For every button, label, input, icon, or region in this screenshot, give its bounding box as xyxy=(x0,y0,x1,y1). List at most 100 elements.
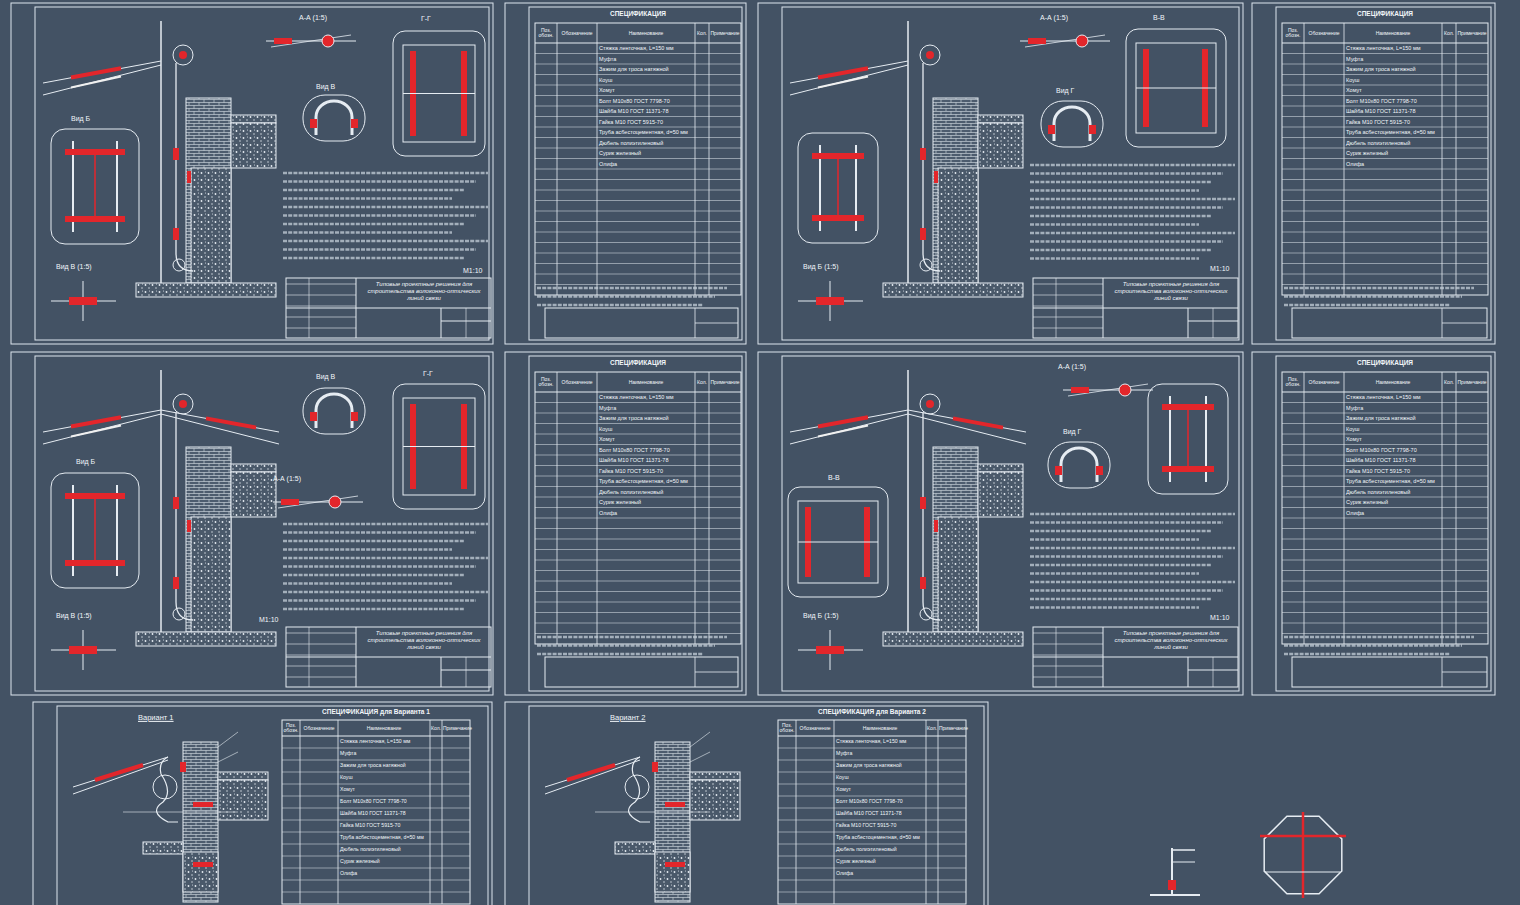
view-label: А-А (1:5) xyxy=(299,14,327,22)
spec-col-line xyxy=(1344,372,1345,644)
spec-row-line xyxy=(1282,486,1488,487)
note-text-line xyxy=(537,636,727,638)
title-block xyxy=(286,627,491,687)
spec-col-line xyxy=(709,23,710,295)
spec-cell: Шайба М10 ГОСТ 11371-78 xyxy=(1346,457,1415,463)
header-cell: Кол. xyxy=(1443,380,1455,385)
spec-sheet xyxy=(505,352,746,695)
sheet-border xyxy=(505,352,746,695)
clamp-part xyxy=(1048,125,1055,134)
note-text-line xyxy=(283,557,488,559)
anchor-ring xyxy=(173,45,193,65)
view-label: В-В xyxy=(828,474,840,482)
ground xyxy=(615,842,655,854)
title-block-line xyxy=(1033,317,1103,318)
spec-row-line xyxy=(535,612,741,613)
title-block-line xyxy=(1033,677,1103,678)
spec-row-line xyxy=(1282,465,1488,466)
spec-cell: Зажим для троса натяжной xyxy=(836,763,902,769)
spec-row-line xyxy=(1282,455,1488,456)
brick-wall xyxy=(933,98,978,288)
view-label: М1:10 xyxy=(259,616,278,624)
spec-sheet xyxy=(1252,352,1495,695)
cable-clip xyxy=(920,497,926,509)
spec-row-line xyxy=(535,232,741,233)
spec-col-line xyxy=(597,372,598,644)
pipe-section xyxy=(920,259,932,271)
spec-cell: Болт М10х80 ГОСТ 7798-70 xyxy=(1346,447,1417,453)
note-text-line xyxy=(283,599,476,601)
drawing-sheet xyxy=(758,3,1243,344)
spec-col-line xyxy=(709,372,710,644)
spec-col-line xyxy=(695,23,696,295)
spec-row-line xyxy=(1282,284,1488,285)
anchor-ring xyxy=(920,45,940,65)
spec-cell: Муфта xyxy=(599,56,616,62)
spec-cell: Зажим для троса натяжной xyxy=(1346,66,1416,72)
sheet-border xyxy=(11,352,493,695)
bracket-bar xyxy=(65,493,125,499)
spec-cell: Труба асбестоцементная, d=50 мм xyxy=(599,129,688,135)
note-text-line xyxy=(283,172,488,174)
spec-cell: Гайка М10 ГОСТ 5915-70 xyxy=(836,823,896,829)
spec-row-line xyxy=(535,455,741,456)
note-text-line xyxy=(1030,164,1235,166)
cable-clip xyxy=(173,148,179,160)
title-block-caption: Типовые проектные решения для строительс… xyxy=(1106,630,1236,652)
note-text-line xyxy=(283,214,476,216)
spec-row-line xyxy=(535,74,741,75)
cable-clip xyxy=(934,520,938,532)
cable-clip xyxy=(187,520,191,532)
spec-col-line xyxy=(938,720,939,904)
spec-cell: Гайка М10 ГОСТ 5915-70 xyxy=(599,119,663,125)
bracket-rail xyxy=(1136,88,1216,89)
header-cell: Наименование xyxy=(1345,380,1441,385)
spec-cell: Болт М10х80 ГОСТ 7798-70 xyxy=(599,447,670,453)
header-cell: Наименование xyxy=(598,31,694,36)
sheet-border xyxy=(758,352,1243,695)
detail-part xyxy=(816,646,844,654)
drawing-sheet xyxy=(11,352,493,695)
bracket-bar xyxy=(65,216,125,222)
spec-cell: Стяжка ленточная, L=150 мм xyxy=(599,45,674,51)
spec-row-line xyxy=(1282,169,1488,170)
spec-row-line xyxy=(535,284,741,285)
detail-line xyxy=(278,496,358,508)
spec-row-line xyxy=(535,560,741,561)
header-cell: Поз. обозн. xyxy=(536,377,556,387)
sheet-frame xyxy=(529,7,742,340)
title-block-line xyxy=(1213,657,1214,687)
spec-row-line xyxy=(1282,116,1488,117)
spec-row-line xyxy=(1282,581,1488,582)
spec-row-line xyxy=(1282,148,1488,149)
spec-cell: Коуш xyxy=(836,775,849,781)
cable-clip xyxy=(934,171,938,183)
spec-sheet xyxy=(1252,3,1495,344)
brick-wall xyxy=(183,742,218,902)
note-text-line xyxy=(1284,653,1450,655)
title-block-line xyxy=(1033,655,1103,656)
bracket-frame xyxy=(403,45,475,142)
concrete-slab xyxy=(978,472,1023,517)
soil xyxy=(231,115,276,123)
bracket-rail xyxy=(403,446,475,447)
note-text-line xyxy=(283,548,452,550)
spec-row-line xyxy=(535,507,741,508)
spec-row-line xyxy=(535,53,741,54)
spec-col-line xyxy=(1456,372,1457,644)
header-cell: Примечание xyxy=(1457,31,1487,36)
note-text-line xyxy=(283,531,476,533)
octagon-detail xyxy=(1302,812,1305,898)
spec-row-line xyxy=(535,570,741,571)
view-label: Вид Б xyxy=(71,115,90,123)
spec-col-line xyxy=(557,23,558,295)
cable-clip xyxy=(193,862,213,867)
detail-part xyxy=(69,646,97,654)
spec-cell: Олифа xyxy=(1346,510,1364,516)
spec-cell: Зажим для троса натяжной xyxy=(599,415,669,421)
spec-cell: Сурик железный xyxy=(599,150,641,156)
bracket-bar xyxy=(94,155,96,216)
spec-row-line xyxy=(1282,623,1488,624)
spec-row-line xyxy=(535,528,741,529)
spec-row-line xyxy=(535,137,741,138)
